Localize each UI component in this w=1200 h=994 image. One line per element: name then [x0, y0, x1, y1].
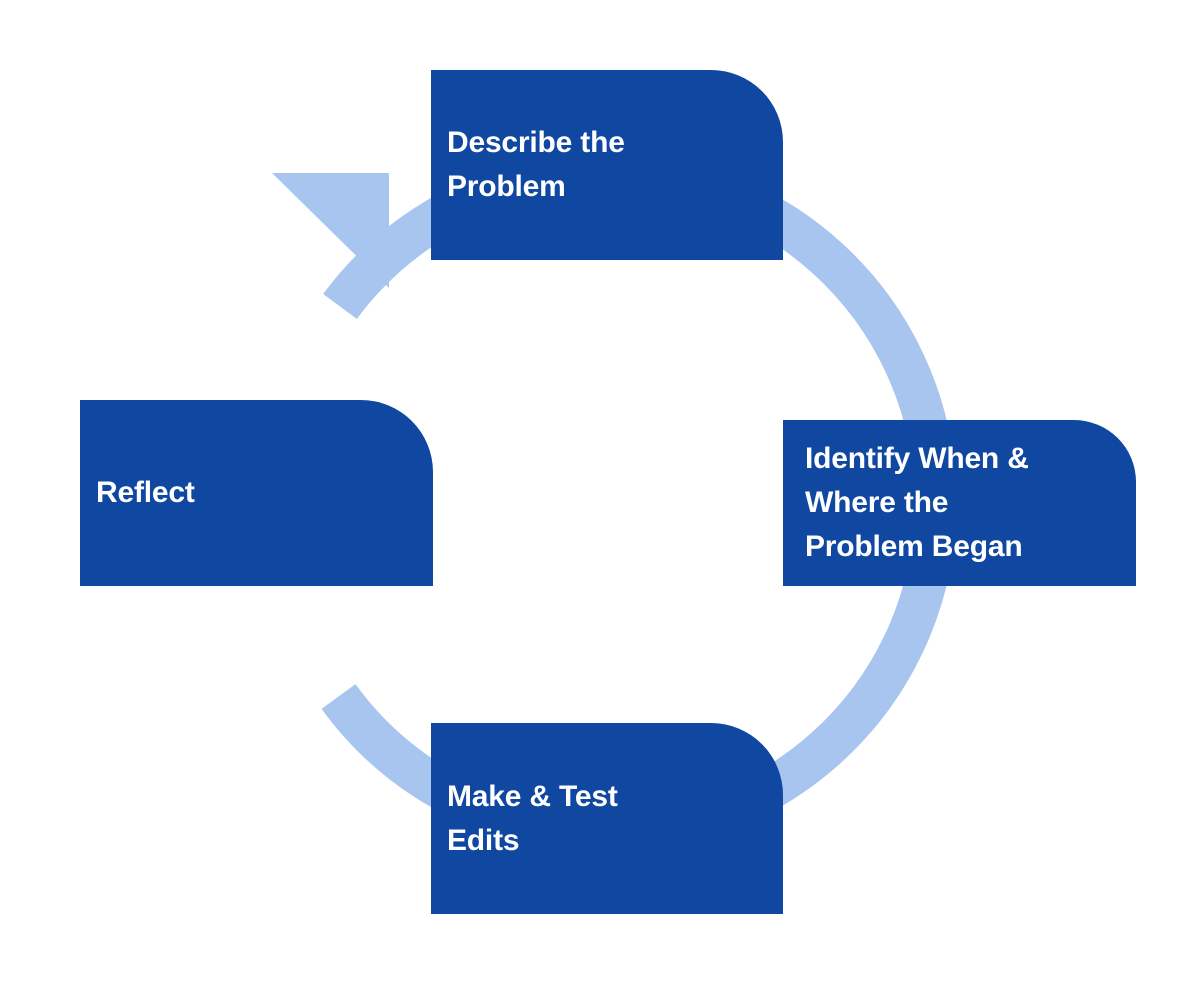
step-box-describe-problem[interactable]: Describe the Problem: [431, 70, 783, 260]
step-box-make-test-edits[interactable]: Make & Test Edits: [431, 723, 783, 914]
cycle-arrowhead-icon: [272, 173, 389, 288]
step-label-reflect: Reflect: [96, 476, 195, 509]
step-label-describe-problem: Describe the Problem: [447, 126, 625, 203]
step-label-identify-when-where: Identify When & Where the Problem Began: [805, 442, 1029, 563]
step-label-make-test-edits: Make & Test Edits: [447, 779, 618, 857]
step-box-reflect[interactable]: Reflect: [80, 400, 433, 586]
step-box-identify-when-where[interactable]: Identify When & Where the Problem Began: [783, 420, 1136, 586]
